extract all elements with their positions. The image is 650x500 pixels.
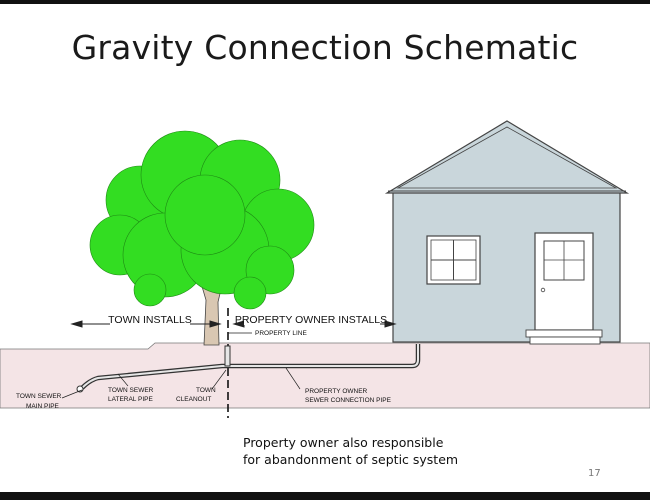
main-pipe-label-line1: TOWN SEWER	[16, 393, 62, 400]
tree-crown	[89, 130, 315, 310]
bottom-border	[0, 492, 650, 500]
note-line-2: for abandonment of septic system	[243, 452, 459, 467]
page-number: 17	[588, 468, 601, 479]
lateral-pipe-label-line2: LATERAL PIPE	[108, 396, 153, 403]
note-line-1: Property owner also responsible	[243, 435, 444, 450]
ground	[0, 342, 650, 409]
cleanout-label-line2: CLEANOUT	[176, 396, 211, 403]
main-pipe-label-line2: MAIN PIPE	[26, 403, 60, 410]
owner-pipe-label-line2: SEWER CONNECTION PIPE	[305, 397, 392, 404]
top-border	[0, 0, 650, 4]
lateral-pipe-label-line1: TOWN SEWER	[108, 387, 154, 394]
cleanout-label-line1: TOWN	[196, 387, 216, 394]
cleanout	[224, 345, 231, 367]
property-line-label: PROPERTY LINE	[255, 330, 307, 337]
slide-title: Gravity Connection Schematic	[71, 28, 579, 67]
responsibility-note: Property owner also responsible for aban…	[243, 434, 543, 468]
town-installs-label: TOWN INSTALLS	[108, 314, 192, 326]
owner-pipe-label-line1: PROPERTY OWNER	[305, 388, 368, 395]
house	[384, 120, 630, 345]
owner-installs-label: PROPERTY OWNER INSTALLS	[235, 314, 387, 326]
